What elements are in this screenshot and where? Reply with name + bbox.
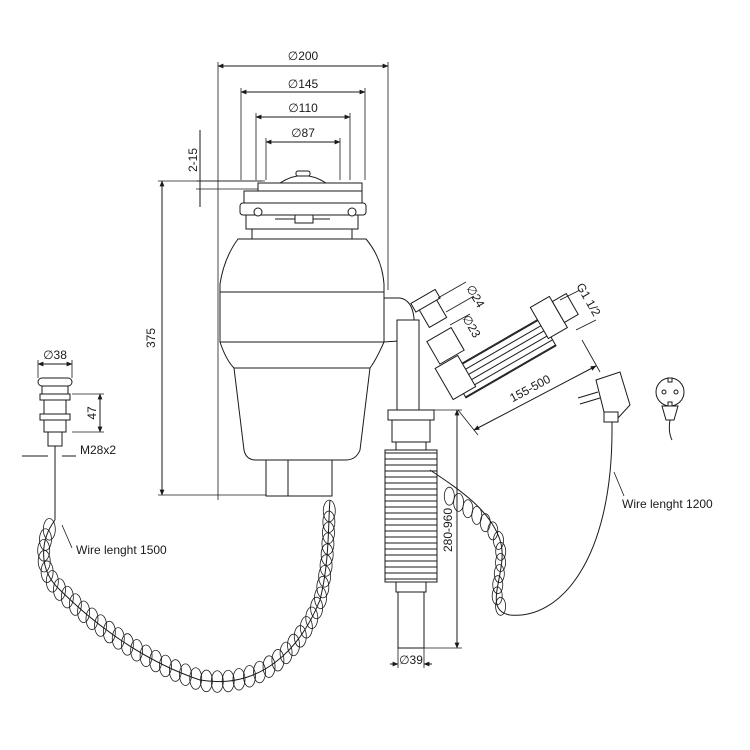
dim-87: ∅87 bbox=[265, 126, 341, 180]
corrugated-drain bbox=[384, 449, 438, 583]
drain-nut bbox=[387, 409, 435, 421]
dim-thread-label: M28x2 bbox=[80, 443, 116, 457]
outlet-pipe bbox=[396, 319, 420, 411]
wire-right-label: Wire lenght 1200 bbox=[622, 497, 713, 511]
coil-loop bbox=[130, 639, 144, 662]
drain-assembly bbox=[384, 409, 438, 649]
coil-loop bbox=[453, 492, 465, 512]
coil-loop bbox=[102, 620, 116, 644]
coil-loop bbox=[462, 499, 474, 519]
inlet-fittings bbox=[410, 288, 579, 401]
dim-flange-label: 2-15 bbox=[186, 148, 200, 172]
coiled-cable-left bbox=[37, 499, 336, 693]
coil-loop bbox=[85, 607, 99, 630]
dim-280-960: 280-960 bbox=[424, 409, 462, 649]
dim-145: ∅145 bbox=[240, 77, 366, 180]
coil-loop bbox=[40, 560, 54, 583]
coil-loop bbox=[318, 565, 332, 588]
dim-110-label: ∅110 bbox=[288, 101, 318, 115]
coil-loop bbox=[60, 585, 74, 609]
coil-loop bbox=[159, 654, 172, 678]
coil-loop bbox=[189, 667, 203, 690]
coil-loop bbox=[243, 665, 256, 688]
coil-loop bbox=[320, 543, 334, 566]
coil-loop bbox=[443, 486, 455, 506]
dim-button-h-label: 47 bbox=[85, 406, 99, 420]
coiled-cable-right bbox=[429, 429, 613, 616]
dim-24-label: ∅24 bbox=[463, 283, 487, 311]
coil-loop bbox=[111, 627, 125, 650]
coil-loop bbox=[279, 641, 293, 665]
wire-label-left: Wire lenght 1500 bbox=[61, 524, 167, 557]
drain-tail bbox=[397, 591, 425, 649]
coil-loop bbox=[120, 633, 134, 656]
dim-200: ∅200 bbox=[217, 49, 389, 500]
coil-loop bbox=[492, 575, 504, 595]
dim-button: ∅38 47 M28x2 bbox=[22, 348, 116, 457]
dim-87-label: ∅87 bbox=[291, 126, 315, 140]
coil-loop bbox=[232, 668, 246, 691]
sink-flange bbox=[257, 182, 363, 192]
coil-loop bbox=[495, 596, 507, 616]
dim-39-label: ∅39 bbox=[399, 653, 423, 667]
coil-loop bbox=[179, 663, 192, 686]
coil-loop bbox=[253, 660, 266, 684]
coil-loop bbox=[319, 554, 333, 577]
disposer-unit bbox=[219, 170, 420, 497]
dim-145-label: ∅145 bbox=[288, 77, 319, 91]
coil-loop bbox=[221, 669, 235, 693]
dim-200-label: ∅200 bbox=[288, 49, 319, 63]
coil-loop bbox=[493, 531, 504, 550]
coil-loop bbox=[149, 649, 163, 673]
coil-loop bbox=[37, 539, 51, 562]
dim-24: ∅24 bbox=[437, 281, 488, 313]
motor-band bbox=[219, 291, 385, 369]
coil-loop bbox=[493, 564, 505, 584]
dim-110: ∅110 bbox=[255, 101, 351, 180]
coil-loop bbox=[322, 510, 336, 534]
dim-375: 375 bbox=[144, 180, 330, 496]
coil-loop bbox=[168, 659, 182, 682]
coil-loop bbox=[68, 593, 82, 616]
coil-loop bbox=[322, 499, 336, 523]
coil-loop bbox=[471, 506, 483, 525]
coil-loop bbox=[94, 614, 107, 637]
coil-loop bbox=[299, 616, 313, 639]
wire-label-right: Wire lenght 1200 bbox=[613, 471, 713, 511]
coil-loop bbox=[491, 586, 503, 606]
coil-loop bbox=[210, 670, 224, 693]
dim-23-label: ∅23 bbox=[459, 313, 483, 341]
coil-loop bbox=[262, 655, 276, 678]
coil-loop bbox=[316, 575, 330, 599]
dim-button-d-label: ∅38 bbox=[43, 348, 67, 362]
base-plate bbox=[265, 459, 333, 497]
dim-375-label: 375 bbox=[144, 328, 158, 348]
coil-loop bbox=[139, 644, 153, 667]
coil-loop bbox=[287, 633, 300, 657]
dim-39: ∅39 bbox=[390, 648, 432, 668]
stopper bbox=[278, 175, 328, 184]
coil-loop bbox=[314, 586, 327, 609]
coil-loop bbox=[271, 649, 285, 672]
coil-loop bbox=[479, 513, 491, 533]
upper-housing bbox=[219, 238, 385, 293]
wire-left-label: Wire lenght 1500 bbox=[76, 543, 167, 557]
coil-loop bbox=[305, 606, 319, 629]
lower-housing bbox=[233, 367, 371, 461]
coil-loop bbox=[199, 669, 213, 693]
coil-loop bbox=[53, 578, 66, 601]
coil-loop bbox=[77, 600, 90, 623]
coil-loop bbox=[45, 570, 59, 593]
coil-loop bbox=[37, 550, 51, 573]
plug-front-icon bbox=[655, 377, 685, 441]
push-button-icon bbox=[37, 377, 73, 520]
dim-280-960-label: 280-960 bbox=[441, 508, 455, 552]
coil-loop bbox=[495, 553, 506, 572]
plug-icon bbox=[577, 371, 631, 430]
coil-loop bbox=[495, 541, 507, 561]
coil-loop bbox=[487, 521, 499, 541]
